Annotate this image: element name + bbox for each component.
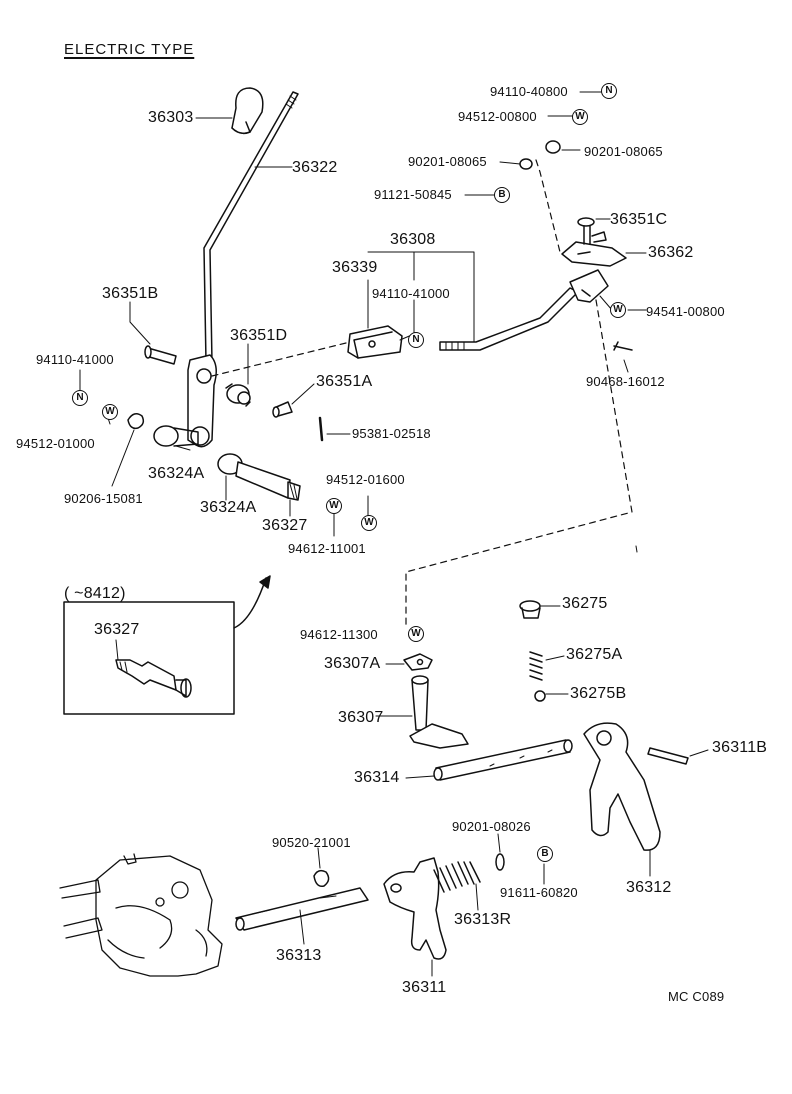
ball-joint-left — [153, 425, 199, 447]
label-90201-08026: 90201-08026 — [452, 819, 531, 834]
label-94110-41000-left: 94110-41000 — [36, 352, 114, 367]
label-94512-01000: 94512-01000 — [16, 436, 95, 451]
label-95381-02518: 95381-02518 — [352, 426, 431, 441]
label-36322: 36322 — [292, 159, 338, 176]
label-94512-00800: 94512-00800 — [458, 109, 537, 124]
diagram-title: ELECTRIC TYPE — [64, 41, 195, 58]
label-36314: 36314 — [354, 769, 400, 786]
ball-36275b — [534, 690, 546, 702]
label-36312: 36312 — [626, 879, 672, 896]
label-36275a: 36275A — [566, 646, 623, 663]
symbol-w-94541: W — [610, 302, 626, 318]
label-36311b: 36311B — [712, 739, 768, 756]
symbol-w-94612-11300: W — [408, 626, 424, 642]
label-90206-15081: 90206-15081 — [64, 491, 143, 506]
spring-36313r — [433, 861, 481, 911]
spring-36275a — [529, 651, 565, 681]
washer-90201-left — [519, 158, 533, 170]
inset — [63, 575, 271, 715]
label-36313: 36313 — [276, 947, 322, 964]
snap-ring-90520 — [313, 847, 330, 888]
dashed-lines — [211, 159, 633, 627]
pin-90468 — [613, 341, 633, 351]
lever-36362 — [561, 241, 627, 267]
block-36307a — [385, 653, 433, 671]
fork-36312 — [583, 722, 661, 877]
pin-36311b — [647, 747, 709, 765]
label-36327: 36327 — [262, 517, 308, 534]
diagram-code: MC C089 — [668, 989, 725, 1004]
inset-range: ( ~8412) — [64, 585, 126, 602]
label-36324a-1: 36324A — [148, 465, 205, 482]
symbol-n-center: N — [408, 332, 424, 348]
washer-90201-right — [545, 140, 561, 154]
pin-95381 — [318, 416, 324, 442]
label-36313r: 36313R — [454, 911, 512, 928]
symbol-w-left: W — [102, 404, 118, 420]
label-94612-11300: 94612-11300 — [300, 627, 378, 642]
label-94110-40800: 94110-40800 — [490, 84, 568, 99]
label-90468-16012: 90468-16012 — [586, 374, 665, 389]
shaft-36314 — [405, 739, 573, 781]
cap-36275 — [519, 600, 561, 619]
label-94541-00800: 94541-00800 — [646, 304, 725, 319]
washer-90201-08026 — [495, 853, 505, 871]
inset-part-36327: 36327 — [94, 621, 140, 638]
label-90201-08065-right: 90201-08065 — [584, 144, 663, 159]
rod-36327 — [217, 453, 301, 501]
label-36311: 36311 — [402, 979, 447, 996]
symbol-w-top: W — [572, 109, 588, 125]
label-94512-01600: 94512-01600 — [326, 472, 405, 487]
label-90520-21001: 90520-21001 — [272, 835, 351, 850]
symbol-w-94512: W — [361, 515, 377, 531]
label-36339: 36339 — [332, 259, 378, 276]
label-94110-41000-center: 94110-41000 — [372, 286, 450, 301]
arm-36307 — [375, 675, 469, 749]
label-91121-50845: 91121-50845 — [374, 187, 452, 202]
shift-lever — [187, 91, 299, 448]
clip-90206 — [127, 413, 145, 430]
label-36303: 36303 — [148, 109, 194, 126]
symbol-n-top: N — [601, 83, 617, 99]
symbol-b-bottom: B — [537, 846, 553, 862]
fork-36311 — [383, 857, 447, 977]
rod-36308 — [439, 269, 609, 351]
symbol-b-top: B — [494, 187, 510, 203]
label-36351b: 36351B — [102, 285, 159, 302]
pin-36351c — [577, 217, 607, 245]
bracket-36339 — [347, 325, 403, 359]
label-36324a-2: 36324A — [200, 499, 257, 516]
label-36275b: 36275B — [570, 685, 627, 702]
transmission-housing — [59, 853, 223, 977]
label-94612-11001: 94612-11001 — [288, 541, 366, 556]
label-36308: 36308 — [390, 231, 436, 248]
label-91611-60820: 91611-60820 — [500, 885, 578, 900]
label-90201-08065-left: 90201-08065 — [408, 154, 487, 169]
label-36351c: 36351C — [610, 211, 668, 228]
label-36362: 36362 — [648, 244, 694, 261]
bolt-36351b — [144, 345, 177, 365]
label-36351a: 36351A — [316, 373, 373, 390]
bushing-36351d — [225, 383, 251, 407]
leader-lines — [79, 91, 647, 537]
label-36351d: 36351D — [230, 327, 288, 344]
label-36307: 36307 — [338, 709, 384, 726]
label-36275: 36275 — [562, 595, 608, 612]
label-36307a: 36307A — [324, 655, 381, 672]
shift-knob — [231, 87, 264, 135]
shaft-36313 — [235, 887, 369, 945]
symbol-n-left: N — [72, 390, 88, 406]
collar-36351a — [272, 401, 293, 418]
tick-mark — [635, 545, 638, 553]
symbol-w-94612: W — [326, 498, 342, 514]
